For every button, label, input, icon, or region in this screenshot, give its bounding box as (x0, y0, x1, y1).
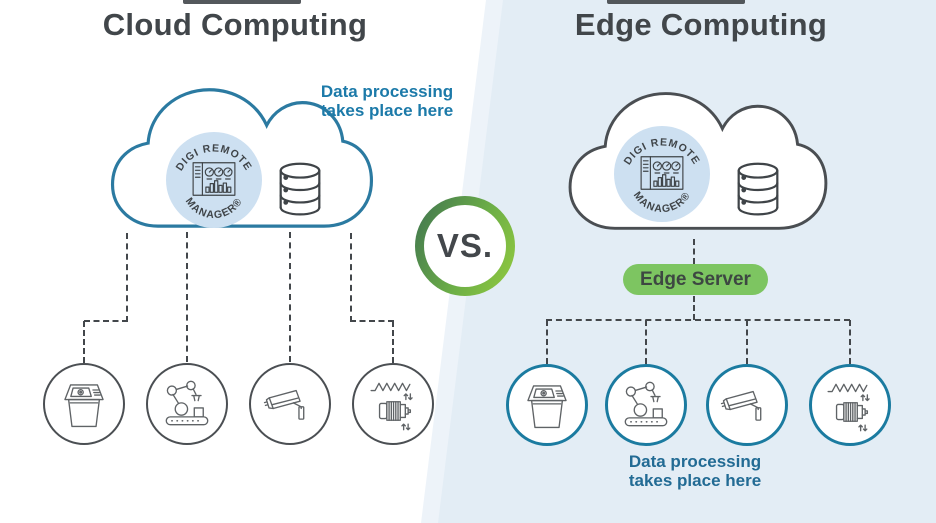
device-circle-camera (706, 364, 788, 446)
edge-server-label: Edge Server (640, 268, 751, 290)
dashboard-icon (640, 156, 684, 190)
data-processing-note-left: Data processing takes place here (314, 82, 460, 120)
device-circle-robot (605, 364, 687, 446)
badge-text-bottom: MANAGER® (631, 190, 692, 216)
dashed-connector (693, 296, 695, 320)
dashed-connector (546, 320, 548, 364)
security-camera-icon (719, 377, 775, 433)
digi-remote-manager-logo: DIGI REMOTE MANAGER® (174, 142, 255, 222)
badge-text-top: DIGI REMOTE (174, 142, 254, 173)
dashed-connector (350, 320, 394, 322)
dashed-connector (126, 233, 128, 322)
dashed-connector (746, 320, 748, 364)
device-circle-robot (146, 363, 228, 445)
dashed-connector (83, 321, 85, 363)
dashed-connector (849, 320, 851, 364)
svg-text:MANAGER®: MANAGER® (183, 196, 245, 222)
data-processing-note-right: Data processing takes place here (622, 452, 768, 490)
device-circle-motor (352, 363, 434, 445)
svg-text:DIGI REMOTE: DIGI REMOTE (174, 142, 255, 173)
database-icon (735, 160, 781, 220)
dashed-connector (84, 320, 128, 322)
note-line-1: Data processing (628, 452, 762, 471)
right-panel-title: Edge Computing (574, 7, 828, 42)
svg-text:DIGI REMOTE: DIGI REMOTE (622, 136, 703, 167)
badge-text-top: DIGI REMOTE (622, 136, 702, 167)
robot-arm-icon (618, 377, 674, 433)
device-circle-motor (809, 364, 891, 446)
vs-divider: VS. (415, 196, 515, 296)
digi-remote-manager-logo: DIGI REMOTE MANAGER® (622, 136, 703, 216)
left-panel-title: Cloud Computing (102, 7, 368, 42)
device-circle-kiosk (43, 363, 125, 445)
dashboard-icon (192, 162, 236, 196)
kiosk-icon (519, 377, 575, 433)
device-circle-kiosk (506, 364, 588, 446)
dashed-connector (645, 320, 647, 364)
motor-icon (365, 376, 421, 432)
cropped-artifact (607, 0, 745, 4)
svg-text:MANAGER®: MANAGER® (631, 190, 693, 216)
digi-remote-manager-badge: DIGI REMOTE MANAGER® (614, 126, 710, 222)
robot-arm-icon (159, 376, 215, 432)
dashed-connector (693, 239, 695, 264)
dashed-connector (289, 232, 291, 362)
security-camera-icon (262, 376, 318, 432)
vs-label: VS. (436, 227, 494, 264)
note-line-2: takes place here (628, 471, 762, 490)
motor-icon (822, 377, 878, 433)
edge-server-badge: Edge Server (623, 264, 768, 295)
cropped-artifact (183, 0, 301, 4)
badge-text-bottom: MANAGER® (183, 196, 244, 222)
note-line-2: takes place here (320, 101, 454, 120)
dashed-connector (392, 321, 394, 363)
digi-remote-manager-badge: DIGI REMOTE MANAGER® (166, 132, 262, 228)
dashed-connector (546, 319, 850, 321)
dashed-connector (350, 233, 352, 322)
kiosk-icon (56, 376, 112, 432)
database-icon (277, 160, 323, 220)
note-line-1: Data processing (320, 82, 454, 101)
dashed-connector (186, 232, 188, 362)
device-circle-camera (249, 363, 331, 445)
